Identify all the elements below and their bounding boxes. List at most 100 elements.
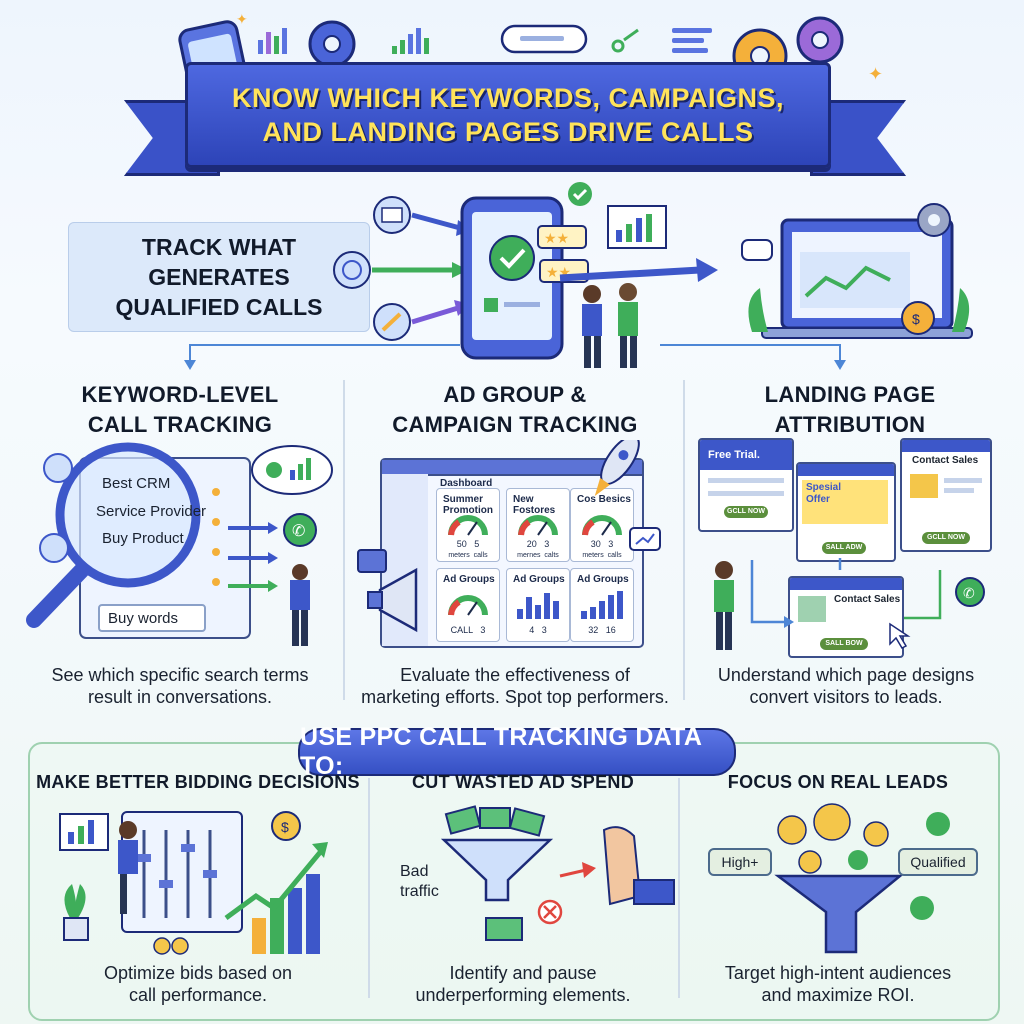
email-icon (373, 196, 411, 234)
dashboard-decor (357, 440, 661, 633)
special-offer-line: Spesial (806, 482, 842, 493)
magnifier-icon (55, 442, 201, 588)
call-now-button[interactable]: SALL BOW (820, 638, 868, 650)
tile-values: 20 3 (507, 539, 569, 549)
tile-value-b: 16 (605, 625, 616, 635)
person-icon (290, 564, 310, 646)
ad-group-tile[interactable]: Ad Groups 32 16 (570, 568, 634, 642)
tile-value-b: 3 (608, 539, 614, 549)
svg-text:✆: ✆ (963, 585, 975, 601)
svg-text:✆: ✆ (292, 523, 305, 540)
tile-title: Ad Groups (443, 574, 495, 585)
sliders-panel (121, 811, 243, 933)
tile-label-b: calls (607, 552, 622, 559)
tile-values: CALL 3 (437, 625, 499, 635)
caption-line: Evaluate the effectiveness of (400, 665, 630, 685)
flow-arrow (904, 570, 942, 620)
bar-chart-icon (258, 28, 287, 54)
tile-label-a: meters (448, 552, 470, 559)
bottom-title-bidding: MAKE BETTER BIDDING DECISIONS (36, 772, 360, 792)
person-icon-small (212, 488, 220, 586)
headline-line-1: KNOW WHICH KEYWORDS, CAMPAIGNS, (232, 83, 784, 113)
tile-labels: meters calls (571, 552, 633, 559)
column-divider (368, 778, 370, 998)
gear-icon (917, 203, 951, 237)
gauge-icon (448, 595, 488, 616)
bad-traffic-line: traffic (400, 883, 439, 900)
call-now-button[interactable]: GCLL NOW (922, 532, 970, 544)
special-offer-line: Offer (806, 494, 830, 505)
coin-icon: $ (271, 811, 301, 841)
qualified-tag: Qualified (898, 848, 978, 876)
bottom-caption-wasted: Identify and pause underperforming eleme… (370, 962, 676, 1006)
dashboard-title: Dashboard (440, 478, 493, 489)
track-callout: TRACK WHAT GENERATES QUALIFIED CALLS (68, 222, 370, 332)
tile-title: Summer Promotion (443, 494, 493, 516)
tile-values: 32 16 (571, 625, 633, 635)
caption-line: underperforming elements. (415, 985, 631, 1005)
tools-icon (373, 303, 411, 341)
bottom-title-leads: FOCUS ON REAL LEADS (727, 772, 949, 792)
user-avatar-icon (39, 533, 69, 563)
section-title-line: LANDING PAGE (764, 382, 936, 407)
track-line-3: QUALIFIED CALLS (115, 294, 323, 320)
landing-card-contact-top: Contact Sales GCLL NOW (900, 438, 992, 552)
cancel-icon (537, 899, 563, 925)
section-title-line: CALL TRACKING (87, 412, 273, 437)
coin-icon (153, 937, 189, 955)
chat-bubble-icon (741, 239, 773, 261)
plant-icon (952, 288, 970, 332)
hero-illustration: ★★ ★★ $ (184, 182, 973, 370)
tile-title: Ad Groups (577, 574, 629, 585)
list-icon (672, 28, 712, 53)
caption-line: result in conversations. (87, 687, 273, 707)
tile-value-b: 3 (544, 539, 550, 549)
tile-title: Ad Groups (513, 574, 565, 585)
tile-values: 50 5 (437, 539, 499, 549)
phone-call-icon (955, 577, 985, 607)
call-now-button[interactable]: GCLL NOW (724, 506, 768, 518)
gauge-icon (582, 515, 622, 536)
trend-chat-icon (629, 527, 661, 551)
section-caption-campaign: Evaluate the effectiveness of marketing … (345, 664, 685, 708)
section-title-line: KEYWORD-LEVEL (81, 382, 279, 407)
section-title-keyword: KEYWORD-LEVEL CALL TRACKING (20, 380, 340, 440)
caption-line: call performance. (128, 985, 268, 1005)
funnel-icon (774, 874, 904, 954)
caption-line: marketing efforts. Spot top performers. (361, 687, 669, 707)
smiley-icon (777, 803, 889, 874)
caption-line: Identify and pause (449, 963, 597, 983)
phone-call-icon (283, 513, 317, 547)
bar-chart-icon (581, 591, 623, 619)
globe-icon (333, 251, 371, 289)
landing-card-special-offer: Spesial Offer SALL ADW (796, 462, 896, 562)
money-bag-icon: $ (901, 301, 935, 335)
tile-value-a: 4 (529, 625, 535, 635)
landing-card-free-trial: Free Trial. GCLL NOW (698, 438, 794, 532)
track-line-2: GENERATES (148, 264, 290, 290)
flow-arrow-left (189, 344, 460, 362)
plant-icon (63, 884, 89, 941)
tile-values: 30 3 (571, 539, 633, 549)
bar-chart-icon (392, 28, 429, 54)
bar-chart-icon (517, 593, 559, 619)
gauge-icon (518, 515, 558, 536)
landing-card-contact-bottom: Contact Sales SALL BOW (788, 576, 904, 658)
thought-cloud-icon (251, 445, 333, 495)
person-icon (714, 561, 734, 650)
money-icon (444, 805, 546, 837)
section-title-campaign: AD GROUP & CAMPAIGN TRACKING (350, 380, 680, 440)
link-icon (611, 28, 639, 53)
gear-icon (308, 20, 356, 68)
call-now-button[interactable]: SALL ADW (822, 542, 866, 554)
landing-decor: ✆ (714, 558, 985, 650)
sparkle-icon: ✦ (236, 11, 248, 27)
high-intent-tag: High+ (708, 848, 772, 876)
caption-line: convert visitors to leads. (749, 687, 943, 707)
keyword-item: Buy words (98, 604, 206, 632)
tile-labels: mernes calts (507, 552, 569, 559)
